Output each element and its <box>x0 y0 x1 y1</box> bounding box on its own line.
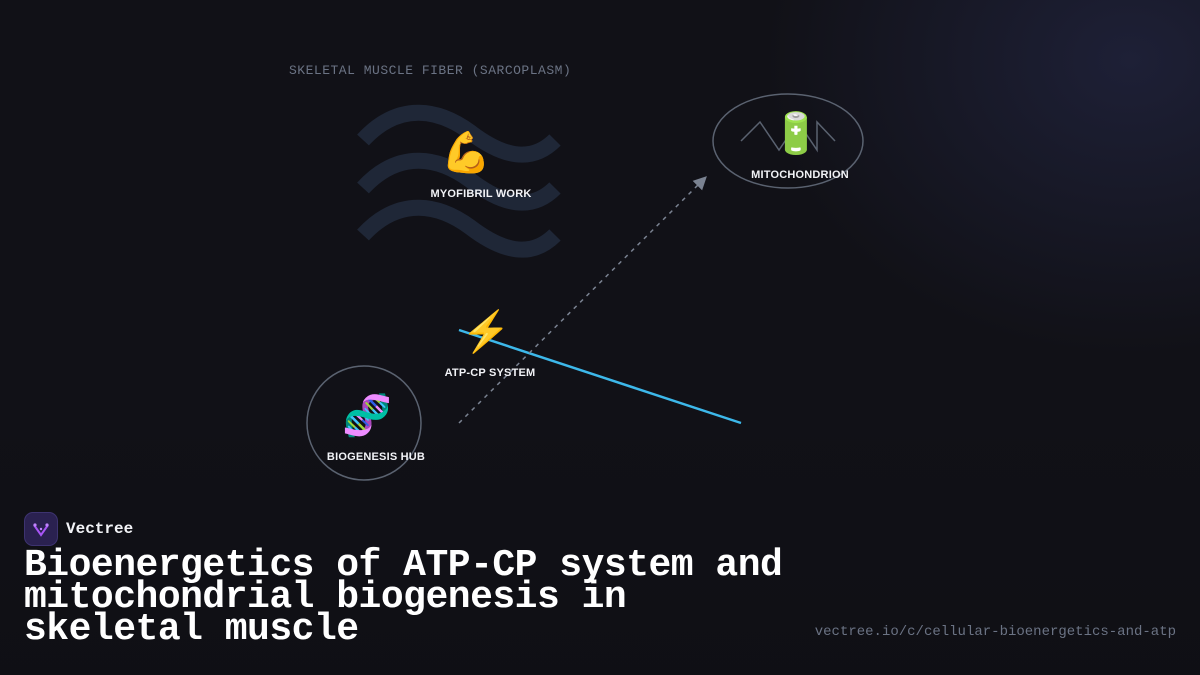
brand-logo-icon <box>24 512 58 546</box>
source-url[interactable]: vectree.io/c/cellular-bioenergetics-and-… <box>814 624 1176 640</box>
mitochondrion-cristae <box>740 120 836 153</box>
page-title: Bioenergetics of ATP-CP system and mitoc… <box>24 544 783 651</box>
biogenesis-label: BIOGENESIS HUB <box>326 451 426 463</box>
signaling-arrow <box>458 176 707 424</box>
flexed-biceps-icon: 💪 <box>441 131 491 175</box>
atp-cp-label: ATP-CP SYSTEM <box>444 367 536 379</box>
biogenesis-ring <box>306 365 422 481</box>
lightning-bolt-icon: ⚡ <box>461 310 511 354</box>
mitochondrion-ring <box>712 93 864 189</box>
brand-name: Vectree <box>66 520 134 538</box>
myofibril-label: MYOFIBRIL WORK <box>430 188 532 200</box>
battery-icon: 🔋 <box>771 112 821 156</box>
myofibril-waves <box>357 104 561 258</box>
dna-icon: 🧬 <box>342 394 392 438</box>
region-label: SKELETAL MUSCLE FIBER (SARCOPLASM) <box>289 63 572 78</box>
brand[interactable]: Vectree <box>24 512 133 546</box>
mitochondrion-label: MITOCHONDRION <box>751 169 849 181</box>
energy-transfer-line <box>458 328 742 425</box>
